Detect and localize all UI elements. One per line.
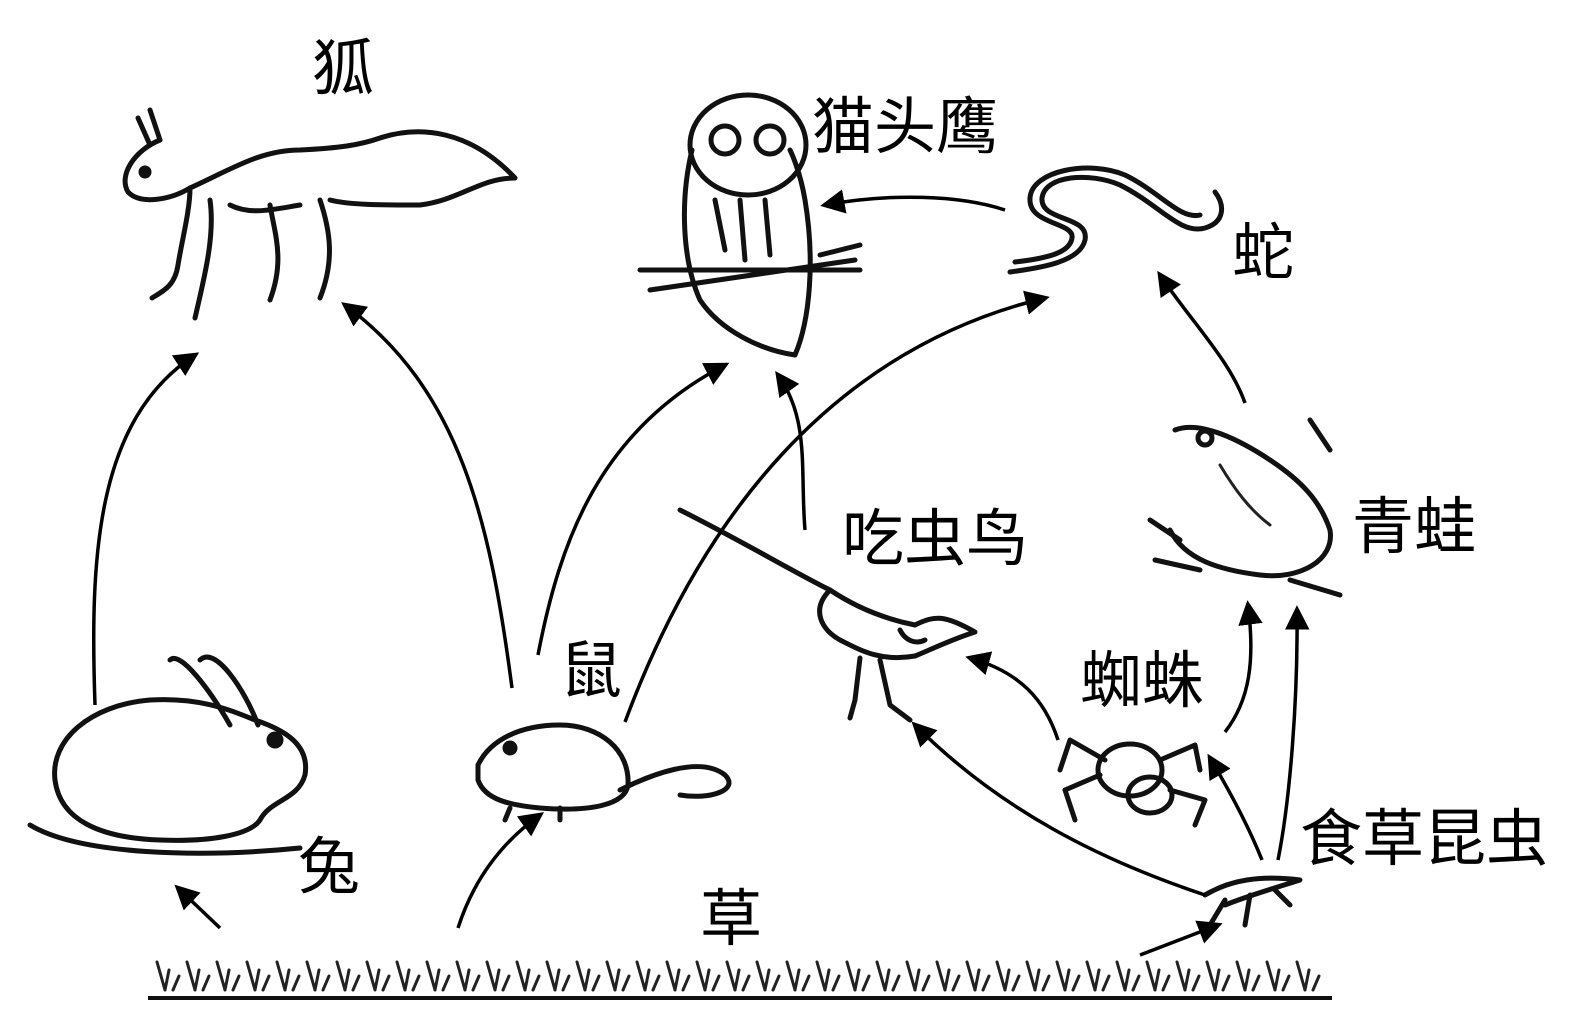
grass-tuft [815,960,841,992]
grass-tuft [965,960,991,992]
grass-tuft [785,960,811,992]
grass-tuft [1235,960,1261,992]
grass-tuft [155,960,181,992]
owl-label: 猫头鹰 [812,90,999,163]
snake-illustration [1007,165,1225,275]
insectivorous-bird-label: 吃虫鸟 [842,502,1029,575]
grass-tuft [1085,960,1111,992]
grass-tuft [635,960,661,992]
rabbit-illustration [27,654,309,856]
fox-label: 狐 [312,32,375,105]
frog-illustration [1147,417,1343,598]
grass-tuft [395,960,421,992]
grass-tuft [755,960,781,992]
arrow-insect-to-frog [1276,605,1310,861]
grass-tuft [1025,960,1051,992]
mouse-label: 鼠 [560,634,623,707]
grass-tuft [185,960,211,992]
grass-tuft [515,960,541,992]
grass-tuft [275,960,301,992]
arrow-grass-to-rabbit [174,884,222,930]
arrow-spider-to-frog [1223,600,1263,734]
mouse-illustration [475,722,732,823]
grass-tuft [875,960,901,992]
arrow-frog-to-snake [1157,270,1247,404]
grass-tuft [1175,960,1201,992]
grass-tuft [245,960,271,992]
arrow-mouse-to-owl [536,362,730,656]
arrow-snake-to-owl [820,189,1006,214]
arrow-insect-to-spider [1207,753,1264,861]
grass-tuft [335,960,361,992]
grass-tuft [1295,960,1321,992]
herbivorous-insect-illustration [1202,875,1303,928]
arrow-grass-to-mouse [456,812,544,929]
spider-illustration [1057,737,1208,828]
grass-tuft [1205,960,1231,992]
grass-tuft [1115,960,1141,992]
herbivorous-insect-label: 食草昆虫 [1300,802,1549,875]
grass-illustration [148,960,1332,1000]
rabbit-label: 兔 [298,830,361,903]
grass-tuft [845,960,871,992]
grass-tuft [425,960,451,992]
grass-tuft [995,960,1021,992]
grass-tuft [665,960,691,992]
grass-tuft [1265,960,1291,992]
owl-illustration [637,92,863,358]
grass-tuft [365,960,391,992]
grass-tuft [545,960,571,992]
arrow-mouse-to-snake [623,290,1050,723]
grass-tuft [1145,960,1171,992]
arrow-spider-to-bird [965,651,1060,741]
food-chain-arrows [91,189,1310,957]
grass-label: 草 [700,882,763,955]
grass-tuft [935,960,961,992]
frog-label: 青蛙 [1352,490,1477,563]
grass-tuft [725,960,751,992]
grass-tuft [575,960,601,992]
insectivorous-bird-illustration [677,507,978,723]
arrow-mouse-to-fox [341,302,514,689]
grass-tuft [605,960,631,992]
grass-tuft [215,960,241,992]
arrow-rabbit-to-fox [91,352,200,706]
arrow-grass-to-insect [1139,920,1223,957]
grass-tuft [455,960,481,992]
fox-illustration [122,107,518,321]
grass-tuft [905,960,931,992]
grass-tuft [695,960,721,992]
spider-label: 蜘蛛 [1080,644,1205,717]
grass-tuft [305,960,331,992]
arrow-bird-to-owl [775,371,807,531]
grass-tuft [485,960,511,992]
snake-label: 蛇 [1232,216,1295,289]
grass-tuft [1055,960,1081,992]
arrow-insect-to-bird [911,721,1206,897]
